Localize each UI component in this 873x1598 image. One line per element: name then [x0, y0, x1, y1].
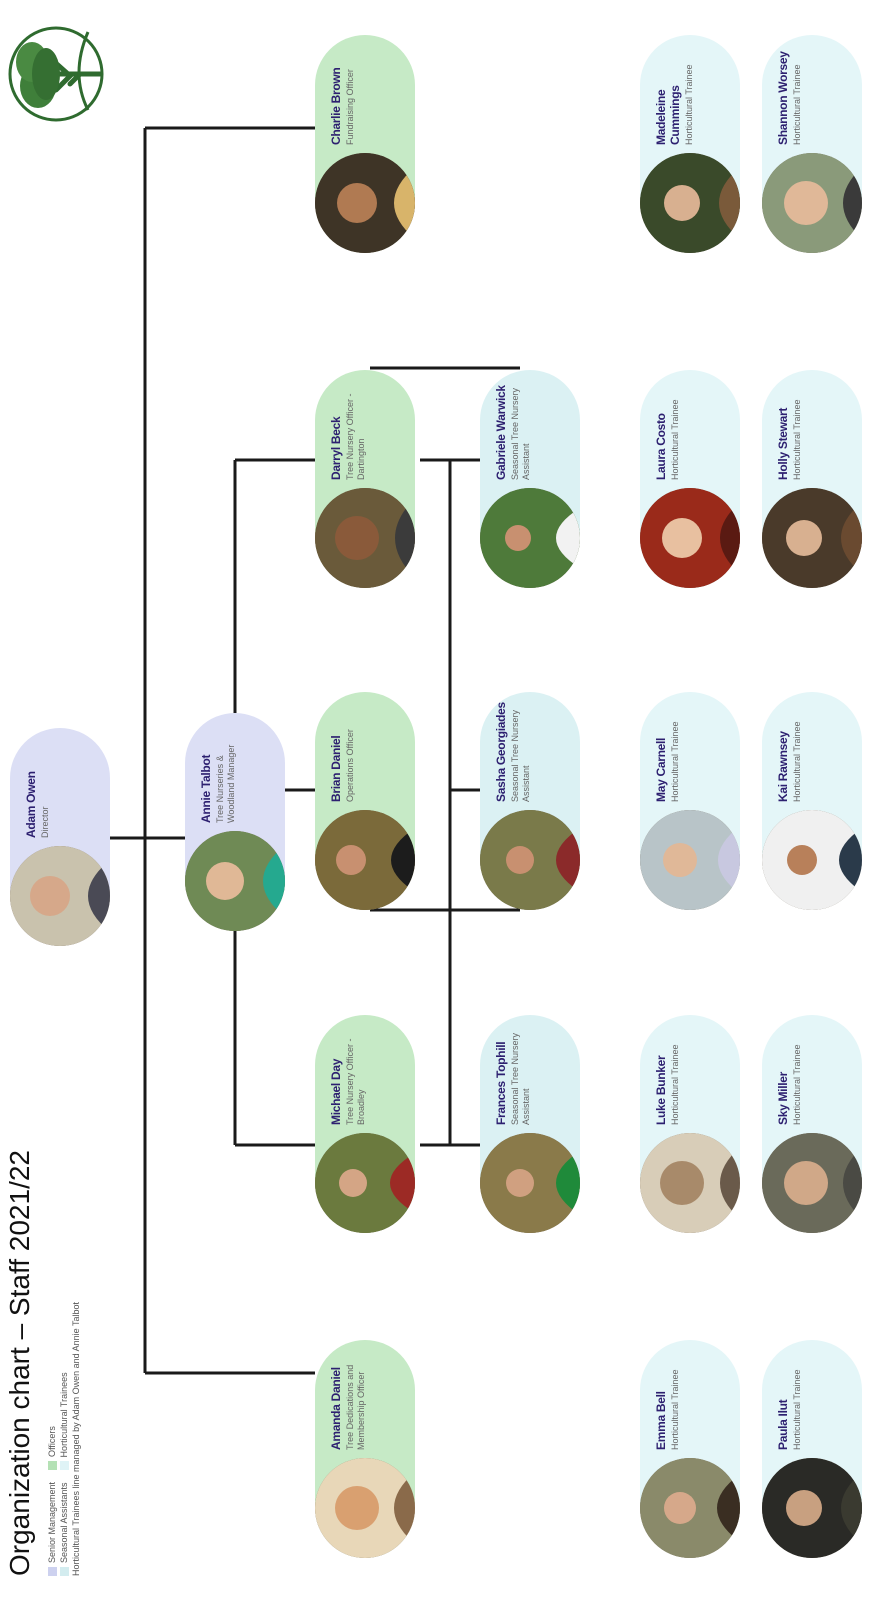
person-role: Seasonal Tree Nursery Assistant	[510, 1032, 531, 1125]
moor-trees-logo	[0, 6, 116, 124]
card-luke-bunker: Luke Bunker Horticultural Trainee	[640, 1015, 740, 1233]
avatar	[480, 488, 580, 588]
card-laura-costo: Laura Costo Horticultural Trainee	[640, 370, 740, 588]
person-name: Darryl Beck	[329, 416, 343, 480]
card-brian-daniel: Brian Daniel Operations Officer	[315, 692, 415, 910]
person-role: Horticultural Trainee	[792, 1044, 802, 1125]
person-role: Horticultural Trainee	[792, 721, 802, 802]
person-role: Tree Dedications and Membership Officer	[345, 1364, 366, 1450]
person-name: Brian Daniel	[329, 735, 343, 802]
legend-label-seasonal: Seasonal Assistants	[59, 1482, 69, 1563]
person-name: Charlie Brown	[329, 67, 343, 145]
person-role: Tree Nursery Officer - Broadley	[345, 1038, 366, 1125]
person-role: Director	[40, 806, 50, 838]
person-name: Kai Rawnsey	[776, 731, 790, 802]
avatar	[315, 1458, 415, 1558]
person-role: Horticultural Trainee	[792, 1369, 802, 1450]
legend-label-officers: Officers	[47, 1426, 57, 1457]
card-gabriele-warwick: Gabriele Warwick Seasonal Tree Nursery A…	[480, 370, 580, 588]
avatar	[762, 488, 862, 588]
person-role: Seasonal Tree Nursery Assistant	[510, 709, 531, 802]
avatar	[640, 1133, 740, 1233]
legend-note: Horticultural Trainees line managed by A…	[71, 1302, 81, 1576]
person-name: Amanda Daniel	[329, 1367, 343, 1450]
card-frances-tophill: Frances Tophill Seasonal Tree Nursery As…	[480, 1015, 580, 1233]
card-may-carnell: May Carnell Horticultural Trainee	[640, 692, 740, 910]
card-emma-bell: Emma Bell Horticultural Trainee	[640, 1340, 740, 1558]
legend-swatch-trainees	[59, 1461, 69, 1471]
avatar	[762, 1133, 862, 1233]
card-paula-ilut: Paula Ilut Horticultural Trainee	[762, 1340, 862, 1558]
card-holly-stewart: Holly Stewart Horticultural Trainee	[762, 370, 862, 588]
avatar	[640, 153, 740, 253]
person-name: Gabriele Warwick	[494, 385, 508, 480]
avatar	[640, 810, 740, 910]
avatar	[762, 810, 862, 910]
avatar	[10, 846, 110, 946]
person-name: Paula Ilut	[776, 1399, 790, 1450]
person-role: Tree Nurseries & Woodland Manager	[215, 744, 236, 823]
card-sasha-georgiades: Sasha Georgiades Seasonal Tree Nursery A…	[480, 692, 580, 910]
card-sky-miller: Sky Miller Horticultural Trainee	[762, 1015, 862, 1233]
person-name: Adam Owen	[24, 771, 38, 838]
person-role: Horticultural Trainee	[670, 721, 680, 802]
person-role: Operations Officer	[345, 729, 355, 802]
avatar	[480, 1133, 580, 1233]
avatar	[762, 153, 862, 253]
person-role: Fundraising Officer	[345, 69, 355, 145]
person-name: Luke Bunker	[654, 1055, 668, 1125]
page-title: Organization chart – Staff 2021/22	[4, 1150, 35, 1576]
person-name: May Carnell	[654, 737, 668, 802]
person-name: Holly Stewart	[776, 407, 790, 480]
person-name: Shannon Worsey	[776, 51, 790, 145]
legend-swatch-officers	[47, 1460, 57, 1470]
person-role: Tree Nursery Officer - Dartington	[345, 393, 366, 480]
legend-label-senior: Senior Management	[47, 1481, 57, 1563]
card-darryl-beck: Darryl Beck Tree Nursery Officer - Darti…	[315, 370, 415, 588]
avatar	[315, 810, 415, 910]
person-name: Emma Bell	[654, 1391, 668, 1450]
person-role: Horticultural Trainee	[670, 399, 680, 480]
avatar	[185, 831, 285, 931]
avatar	[762, 1458, 862, 1558]
card-michael-day: Michael Day Tree Nursery Officer - Broad…	[315, 1015, 415, 1233]
card-amanda-daniel: Amanda Daniel Tree Dedications and Membe…	[315, 1340, 415, 1558]
person-role: Horticultural Trainee	[684, 64, 694, 145]
person-role: Horticultural Trainee	[670, 1044, 680, 1125]
card-charlie-brown: Charlie Brown Fundraising Officer	[315, 35, 415, 253]
person-role: Horticultural Trainee	[792, 64, 802, 145]
person-role: Seasonal Tree Nursery Assistant	[510, 387, 531, 480]
person-role: Horticultural Trainee	[792, 399, 802, 480]
person-name: Madeleine Cummings	[654, 85, 682, 145]
legend: Senior Management Officers Seasonal Assi…	[46, 1302, 82, 1576]
card-annie-talbot: Annie Talbot Tree Nurseries & Woodland M…	[185, 713, 285, 931]
card-madeleine-cummings: Madeleine Cummings Horticultural Trainee	[640, 35, 740, 253]
person-name: Annie Talbot	[199, 754, 213, 823]
person-role: Horticultural Trainee	[670, 1369, 680, 1450]
avatar	[315, 488, 415, 588]
card-adam-owen: Adam Owen Director	[10, 728, 110, 946]
legend-label-trainees: Horticultural Trainees	[59, 1372, 69, 1458]
legend-swatch-senior	[47, 1567, 57, 1576]
person-name: Frances Tophill	[494, 1041, 508, 1125]
person-name: Sky Miller	[776, 1071, 790, 1125]
legend-swatch-seasonal	[59, 1567, 69, 1576]
card-shannon-worsey: Shannon Worsey Horticultural Trainee	[762, 35, 862, 253]
person-name: Michael Day	[329, 1058, 343, 1125]
avatar	[640, 488, 740, 588]
person-name: Laura Costo	[654, 413, 668, 480]
avatar	[640, 1458, 740, 1558]
card-kai-rawnsey: Kai Rawnsey Horticultural Trainee	[762, 692, 862, 910]
person-name: Sasha Georgiades	[494, 702, 508, 802]
avatar	[315, 1133, 415, 1233]
avatar	[480, 810, 580, 910]
avatar	[315, 153, 415, 253]
